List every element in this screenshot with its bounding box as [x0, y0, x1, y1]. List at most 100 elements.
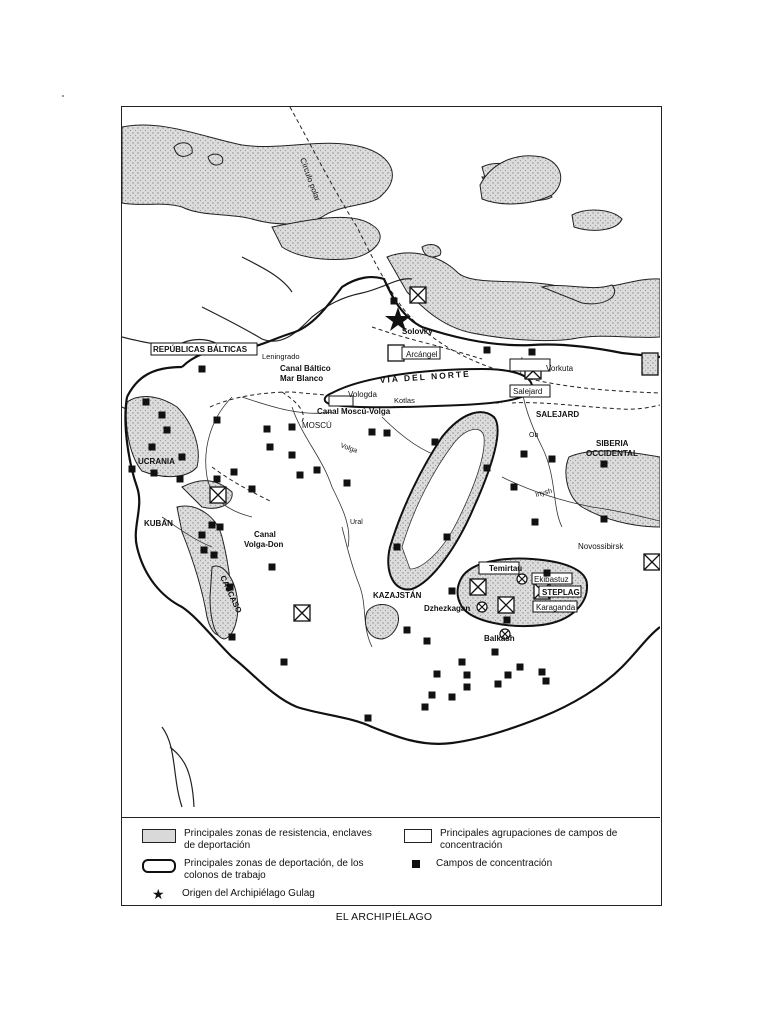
label-volga: Volga	[339, 442, 358, 455]
figure-caption: EL ARCHIPIÉLAGO	[335, 911, 433, 923]
gulag-origin-star	[385, 307, 411, 331]
camp-marker	[483, 464, 491, 472]
label-irtysh: Irtysh	[535, 488, 553, 499]
legend-camps-text: Campos de concentración	[436, 858, 553, 869]
star-icon: ★	[152, 886, 165, 902]
camp-marker	[491, 648, 499, 656]
legend-item-resistance: Principales zonas de resistencia, enclav…	[142, 828, 384, 852]
oval-outline-swatch	[142, 859, 176, 873]
camp-marker	[148, 443, 156, 451]
map-legend: Principales zonas de resistencia, enclav…	[122, 817, 660, 906]
camp-marker	[343, 479, 351, 487]
camp-marker	[542, 677, 550, 685]
camp-marker	[463, 683, 471, 691]
black-square-icon	[412, 860, 420, 868]
label-temirtau: Temirtau	[489, 564, 522, 573]
label-balkash: Balkash	[484, 634, 515, 643]
gulag-map: Círculo polar Solovky Arcángel Vorkuta R…	[122, 107, 660, 808]
label-moscu: MOSCÚ	[302, 421, 332, 430]
label-ucrania: UCRANIA	[138, 457, 175, 466]
camp-marker	[208, 521, 216, 529]
legend-item-groupings: Principales agrupaciones de campos de co…	[404, 828, 620, 852]
camp-marker	[296, 471, 304, 479]
legend-item-deportation: Principales zonas de deportación, de los…	[142, 858, 384, 882]
camp-marker	[421, 703, 429, 711]
camp-marker	[280, 658, 288, 666]
camp-marker	[158, 411, 166, 419]
label-dzhezkagan: Dzhezkagan	[424, 604, 470, 613]
label-mar-blanco: Mar Blanco	[280, 374, 323, 383]
camp-marker	[463, 671, 471, 679]
label-vorkuta: Vorkuta	[546, 364, 574, 373]
camp-marker	[150, 469, 158, 477]
camp-marker	[142, 398, 150, 406]
camp-marker	[423, 637, 431, 645]
camp-marker	[433, 670, 441, 678]
camp-marker	[448, 587, 456, 595]
camp-marker	[393, 543, 401, 551]
label-novossibirsk: Novossibirsk	[578, 542, 624, 551]
camp-marker	[216, 523, 224, 531]
camp-marker	[504, 671, 512, 679]
concentration-camps	[128, 297, 608, 722]
camp-marker	[516, 663, 524, 671]
camp-marker	[383, 429, 391, 437]
camp-marker	[503, 616, 511, 624]
camp-marker	[548, 455, 556, 463]
camp-marker	[230, 468, 238, 476]
label-volga-don: Volga-Don	[244, 540, 284, 549]
camp-marker	[600, 515, 608, 523]
camp-marker	[443, 533, 451, 541]
label-boxes	[150, 342, 582, 613]
camp-marker	[263, 425, 271, 433]
scan-speck	[62, 95, 64, 97]
camp-marker	[213, 416, 221, 424]
camp-marker	[228, 633, 236, 641]
camp-marker	[520, 450, 528, 458]
camp-marker	[368, 428, 376, 436]
label-solovky: Solovky	[402, 327, 433, 336]
label-salejard-box: Salejard	[513, 387, 542, 396]
label-arcangel: Arcángel	[406, 350, 438, 359]
camp-marker	[483, 346, 491, 354]
camp-groupings	[209, 286, 660, 622]
camp-marker	[248, 485, 256, 493]
aral-sea	[365, 604, 399, 640]
label-ekibastuz: Ekibastuz	[534, 575, 569, 584]
map-frame: Círculo polar Solovky Arcángel Vorkuta R…	[121, 106, 662, 906]
camp-marker	[226, 583, 234, 591]
legend-groupings-text: Principales agrupaciones de campos de co…	[440, 828, 618, 851]
camp-marker	[431, 438, 439, 446]
arctic-islands	[173, 142, 623, 258]
camp-marker	[528, 348, 536, 356]
label-kotlas: Kotlas	[394, 396, 415, 405]
camp-marker	[448, 693, 456, 701]
camp-marker	[510, 483, 518, 491]
label-republicas-balticas: REPÚBLICAS BÁLTICAS	[153, 345, 248, 354]
label-canal: Canal	[254, 530, 276, 539]
label-vologda: Vologda	[348, 390, 377, 399]
camp-marker	[458, 658, 466, 666]
legend-item-camps: Campos de concentración	[412, 858, 552, 870]
label-canal-baltico: Canal Báltico	[280, 364, 331, 373]
rivers	[161, 356, 660, 648]
camp-marker	[531, 518, 539, 526]
label-salejard: SALEJARD	[536, 410, 579, 419]
camp-marker	[543, 569, 551, 577]
label-canal-moscu-volga: Canal Moscú-Volga	[317, 407, 391, 416]
camp-marker	[403, 626, 411, 634]
stippled-swatch	[142, 829, 176, 843]
legend-item-origin: ★ Origen del Archipiélago Gulag	[152, 886, 315, 902]
camp-marker	[364, 714, 372, 722]
label-occidental: OCCIDENTAL	[586, 449, 638, 458]
label-siberia: SIBERIA	[596, 439, 629, 448]
legend-deportation-text: Principales zonas de deportación, de los…	[184, 858, 364, 881]
label-ural: Ural	[350, 519, 363, 526]
box-outline-swatch	[404, 829, 432, 843]
legend-resistance-text: Principales zonas de resistencia, enclav…	[184, 828, 372, 851]
camp-marker	[198, 531, 206, 539]
kazakhstan-inner	[401, 429, 485, 570]
arctic-circle-line	[289, 107, 660, 394]
camp-marker	[538, 668, 546, 676]
label-ob: Ob	[529, 432, 538, 439]
